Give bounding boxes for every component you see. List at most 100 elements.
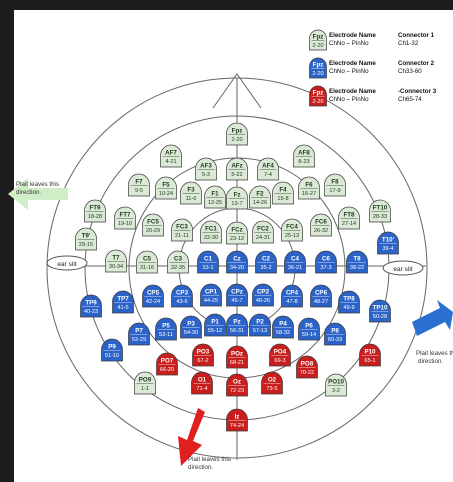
electrode-c2-shape xyxy=(255,250,277,274)
electrode-poz-channel: 68-21 xyxy=(230,360,244,366)
electrode-fc4-channel: 25-13 xyxy=(285,233,299,239)
electrode-cp2-name: CP2 xyxy=(257,289,270,296)
electrode-p10-shape xyxy=(359,343,381,367)
electrode-fc4-name: FC4 xyxy=(286,224,298,231)
electrode-po4-shape xyxy=(269,343,291,367)
legend-swatch-2-channel: 2-20 xyxy=(312,71,323,77)
electrode-tp9-channel: 40-23 xyxy=(84,309,98,315)
electrode-fc2-name: FC2 xyxy=(257,226,269,233)
electrode-p9-channel: 51-10 xyxy=(105,353,119,359)
electrode-cz-name: Cz xyxy=(233,256,241,263)
electrode-fc2-shape xyxy=(252,220,274,244)
electrode-po9-channel: 1-1 xyxy=(141,386,149,392)
electrode-c6-name: C6 xyxy=(322,256,330,263)
electrode-f5-shape xyxy=(155,176,177,200)
electrode-p5-shape xyxy=(155,317,177,341)
electrode-o2-shape xyxy=(261,371,283,395)
electrode-p7-shape xyxy=(128,322,150,346)
note-bottom-line2: direction. xyxy=(188,464,213,471)
legend-name-2: Electrode Name xyxy=(329,60,376,67)
legend-connector-3: -Connector 3 xyxy=(398,88,437,95)
legend-swatch-2-shape xyxy=(309,57,327,79)
electrode-cp2: CP2 46-26 xyxy=(252,283,274,307)
legend-swatch-3-channel: 2-20 xyxy=(312,99,323,105)
electrode-tp8-channel: 49-9 xyxy=(343,305,354,311)
electrode-af7-channel: 4-21 xyxy=(165,159,176,165)
electrode-fc1-shape xyxy=(200,220,222,244)
electrode-cp5-name: CP5 xyxy=(147,290,160,297)
electrode-p8-channel: 60-33 xyxy=(328,337,342,343)
electrode-t10-name: T10' xyxy=(382,237,395,244)
legend-swatch-1-name: Fpz xyxy=(313,34,324,41)
electrode-c3-shape xyxy=(167,250,189,274)
electrode-fc3-name: FC3 xyxy=(176,224,188,231)
electrode-t9-shape xyxy=(75,227,97,251)
electrode-cp5-shape xyxy=(142,284,164,308)
ear-slit-left-label: ear slit xyxy=(57,261,76,268)
electrode-ft7-name: FT7 xyxy=(119,212,131,219)
electrode-f4-name: F4 xyxy=(279,187,287,194)
electrode-t8-name: T8 xyxy=(353,256,361,263)
electrode-f6-shape xyxy=(298,176,320,200)
electrode-pz-channel: 56-31 xyxy=(230,328,244,334)
electrode-cp2-channel: 46-26 xyxy=(256,298,270,304)
electrode-f8-channel: 17-9 xyxy=(329,188,340,194)
electrode-po3-channel: 67-2 xyxy=(197,358,208,364)
electrode-c6-shape xyxy=(315,250,337,274)
electrode-t10-channel: 39-4 xyxy=(382,246,393,252)
electrode-af4-shape xyxy=(257,157,279,181)
electrode-cp2-shape xyxy=(252,283,274,307)
electrode-p1-name: P1 xyxy=(211,319,219,326)
electrode-fz-name: Fz xyxy=(234,192,241,199)
electrode-p3-shape xyxy=(180,315,202,339)
electrode-oz-name: Oz xyxy=(233,379,241,386)
electrode-f5-channel: 10-24 xyxy=(159,191,173,197)
electrode-f3-shape xyxy=(180,181,202,205)
electrode-c1-channel: 33-1 xyxy=(202,265,213,271)
electrode-c4-shape xyxy=(284,250,306,274)
electrode-po7-shape xyxy=(156,352,178,376)
electrode-p3-name: P3 xyxy=(187,321,195,328)
electrode-poz-name: POz xyxy=(231,351,243,358)
electrode-ft8-name: FT8 xyxy=(343,212,355,219)
electrode-fpz-channel: 2-20 xyxy=(231,137,242,143)
electrode-p10-channel: 65-1 xyxy=(364,358,375,364)
arrow-bottom-icon xyxy=(178,408,205,466)
legend-sub-1: ChNo – PinNo xyxy=(329,40,369,47)
electrode-p2-channel: 57-13 xyxy=(253,328,267,334)
electrode-cp1-channel: 44-25 xyxy=(204,298,218,304)
electrode-c5-shape xyxy=(136,250,158,274)
legend-name-1: Electrode Name xyxy=(329,32,376,39)
electrode-fz-shape xyxy=(226,186,248,210)
legend-swatch-3-name: Fpz xyxy=(313,90,324,97)
electrode-cp5-channel: 42-24 xyxy=(146,299,160,305)
electrode-cpz-name: CPz xyxy=(231,289,243,296)
electrode-f7: F79-5 xyxy=(128,173,150,197)
legend-name-3: Electrode Name xyxy=(329,88,376,95)
legend-swatch-1-channel: 2-20 xyxy=(312,43,323,49)
note-bottom-line1: Plait leaves this xyxy=(188,456,231,463)
electrode-o2-channel: 73-5 xyxy=(266,386,277,392)
electrode-p7-channel: 52-29 xyxy=(132,337,146,343)
electrode-cp6-channel: 48-27 xyxy=(314,299,328,305)
